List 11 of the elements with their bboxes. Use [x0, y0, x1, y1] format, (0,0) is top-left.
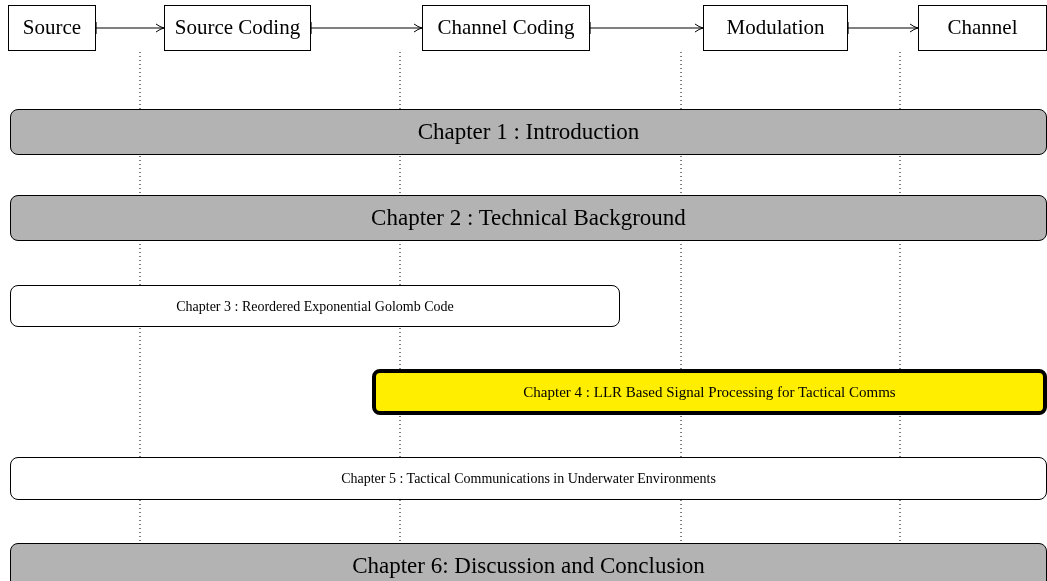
chapter-band: Chapter 5 : Tactical Communications in Underwater Environments — [10, 457, 1047, 500]
process-box: Channel Coding — [422, 5, 590, 51]
chapter-band: Chapter 2 : Technical Background — [10, 195, 1047, 241]
process-box: Modulation — [703, 5, 848, 51]
process-box: Source — [8, 5, 96, 51]
chapter-band: Chapter 3 : Reordered Exponential Golomb Code — [10, 285, 620, 327]
chapter-band: Chapter 6: Discussion and Conclusion — [10, 543, 1047, 581]
chapter-band: Chapter 4 : LLR Based Signal Processing for Tactical Comms — [372, 369, 1047, 415]
process-box: Channel — [918, 5, 1047, 51]
process-box: Source Coding — [164, 5, 311, 51]
chapter-band: Chapter 1 : Introduction — [10, 109, 1047, 155]
